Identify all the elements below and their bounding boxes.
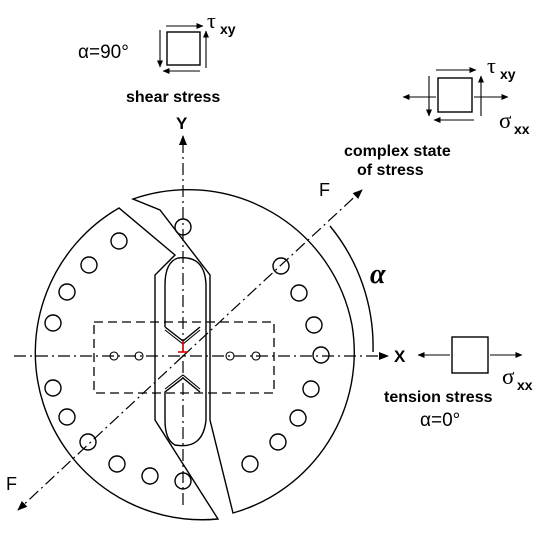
tension-stress-element (417, 336, 523, 374)
shear-tau-subscript: xy (220, 21, 236, 37)
complex-caption-line1: complex state (344, 143, 451, 160)
complex-caption-line2: of stress (357, 162, 424, 179)
force-diagonal-line-down (17, 355, 184, 511)
specimen-right-segment (131, 188, 355, 514)
force-diagonal-line-up (182, 189, 363, 357)
x-axis-label: X (394, 347, 406, 366)
angle-alpha-arc (329, 225, 374, 353)
shear-alpha-label: α=90° (78, 42, 129, 63)
force-top-label: F (319, 180, 330, 200)
measurement-area-outline (93, 321, 275, 394)
shear-tau-symbol: τ (207, 8, 216, 33)
complex-stress-element (402, 67, 509, 123)
tension-alpha-label: α=0° (420, 410, 460, 431)
tension-sigma-symbol: σ (502, 364, 515, 389)
angle-alpha-label: α (370, 259, 386, 290)
force-bottom-label: F (6, 474, 17, 494)
complex-sigma-subscript: xx (514, 121, 530, 137)
complex-tau-symbol: τ (487, 53, 496, 78)
shear-caption: shear stress (126, 89, 220, 106)
shear-stress-element (157, 23, 209, 74)
specimen-left-segment (34, 207, 220, 521)
center-mark (178, 341, 188, 353)
gauge-notch-left (164, 329, 201, 390)
complex-tau-subscript: xy (500, 66, 516, 82)
y-axis-label: Y (176, 114, 188, 133)
tension-caption: tension stress (384, 389, 493, 406)
tension-sigma-subscript: xx (517, 377, 533, 393)
complex-sigma-symbol: σ (499, 108, 512, 133)
